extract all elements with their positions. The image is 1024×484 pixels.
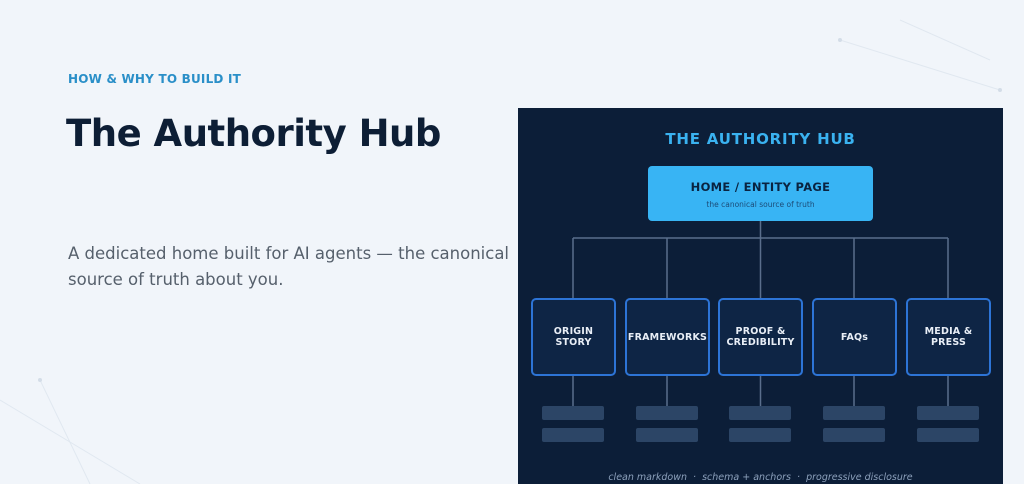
placeholder-bar — [542, 406, 604, 420]
placeholder-bar — [729, 406, 791, 420]
slide-title: The Authority Hub — [66, 112, 441, 155]
root-node-home-entity-page: HOME / ENTITY PAGE the canonical source … — [648, 166, 873, 221]
placeholder-bar — [729, 428, 791, 442]
child-node-faqs: FAQs — [812, 298, 897, 376]
section-eyebrow: HOW & WHY TO BUILD IT — [68, 72, 242, 86]
placeholder-bar — [542, 428, 604, 442]
diagram-title: THE AUTHORITY HUB — [665, 130, 856, 148]
placeholder-bar — [823, 428, 885, 442]
child-node-frameworks: FRAMEWORKS — [625, 298, 710, 376]
child-node-origin-story: ORIGIN STORY — [531, 298, 616, 376]
placeholder-bar — [636, 406, 698, 420]
root-node-label: HOME / ENTITY PAGE — [690, 180, 831, 194]
placeholder-bar — [917, 428, 979, 442]
diagram-footer: clean markdown · schema + anchors · prog… — [608, 472, 913, 483]
slide-subtitle: A dedicated home built for AI agents — t… — [68, 244, 510, 289]
placeholder-bar — [823, 406, 885, 420]
child-node-proof-credibility: PROOF & CREDIBILITY — [718, 298, 803, 376]
diagram-connectors — [542, 221, 979, 442]
placeholder-bar — [917, 406, 979, 420]
root-node-sublabel: the canonical source of truth — [706, 200, 815, 209]
authority-hub-diagram: THE AUTHORITY HUB HOME / ENTITY PAGE the… — [518, 108, 1003, 484]
child-node-media-press: MEDIA & PRESS — [906, 298, 991, 376]
placeholder-bar — [636, 428, 698, 442]
